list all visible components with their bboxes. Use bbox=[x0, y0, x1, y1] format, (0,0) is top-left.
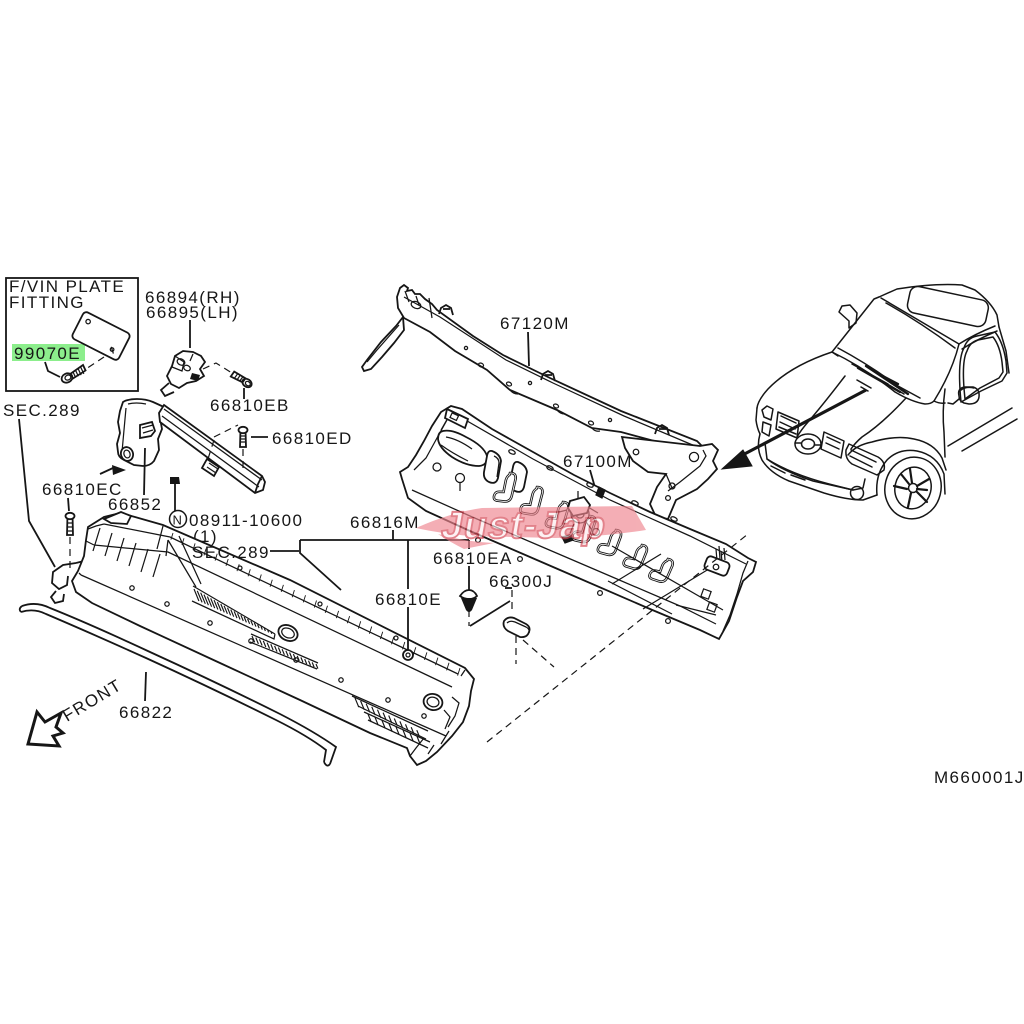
svg-text:67120M: 67120M bbox=[500, 314, 570, 333]
svg-text:66810EA: 66810EA bbox=[433, 549, 513, 568]
svg-text:66816M: 66816M bbox=[350, 513, 420, 532]
svg-text:66810EC: 66810EC bbox=[42, 480, 123, 499]
svg-text:SEC.289: SEC.289 bbox=[192, 543, 270, 562]
svg-text:66300J: 66300J bbox=[489, 572, 553, 591]
svg-text:M660001J: M660001J bbox=[934, 768, 1024, 787]
svg-text:66852: 66852 bbox=[108, 495, 162, 514]
svg-text:66895(LH): 66895(LH) bbox=[146, 303, 239, 322]
svg-text:N: N bbox=[173, 513, 182, 528]
svg-text:Just-Jap: Just-Jap bbox=[438, 504, 610, 547]
svg-text:F/VIN PLATE: F/VIN PLATE bbox=[9, 277, 125, 296]
svg-text:SEC.289: SEC.289 bbox=[3, 401, 81, 420]
svg-text:66810ED: 66810ED bbox=[272, 429, 353, 448]
svg-text:08911-10600: 08911-10600 bbox=[189, 511, 303, 530]
svg-text:66810E: 66810E bbox=[375, 590, 442, 609]
svg-text:66810EB: 66810EB bbox=[210, 396, 290, 415]
svg-text:FITTING: FITTING bbox=[9, 293, 85, 312]
svg-text:67100M: 67100M bbox=[563, 452, 633, 471]
svg-text:99070E: 99070E bbox=[14, 344, 81, 363]
svg-text:66894(RH): 66894(RH) bbox=[145, 288, 241, 307]
svg-text:66822: 66822 bbox=[119, 703, 173, 722]
